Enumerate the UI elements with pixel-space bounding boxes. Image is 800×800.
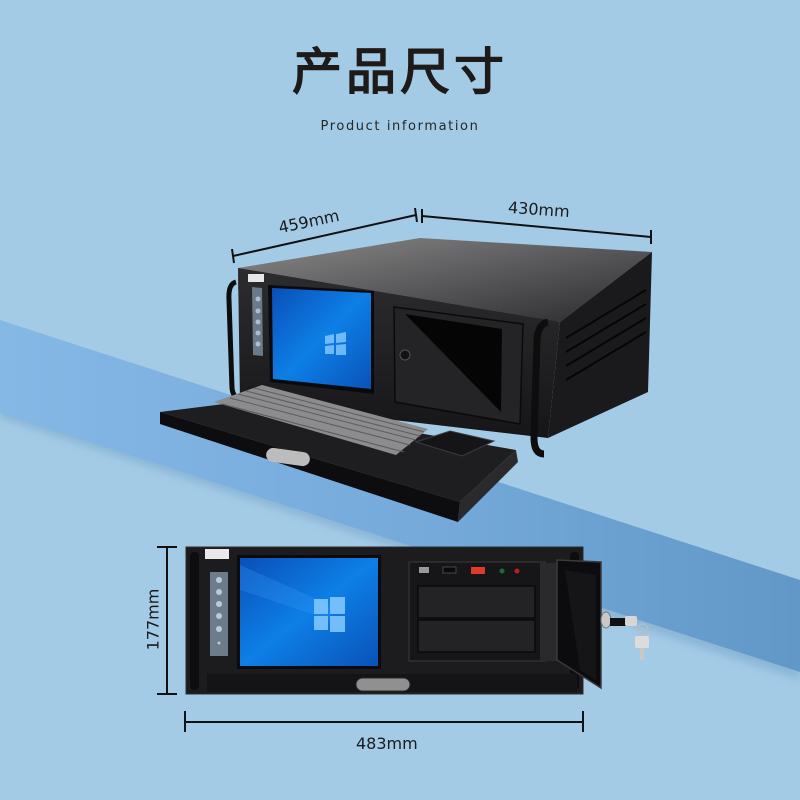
dimension-line-483	[184, 711, 584, 732]
dimension-line-430	[421, 209, 652, 244]
dimension-line-459	[231, 207, 418, 264]
product-perspective-view	[160, 238, 652, 522]
panel-width-label: 483mm	[356, 734, 418, 753]
page-subtitle: Product information	[320, 119, 480, 134]
page-title: 产品尺寸	[292, 43, 508, 101]
dimension-line-177	[157, 546, 177, 695]
height-label: 177mm	[143, 588, 163, 651]
product-front-view	[185, 546, 649, 695]
